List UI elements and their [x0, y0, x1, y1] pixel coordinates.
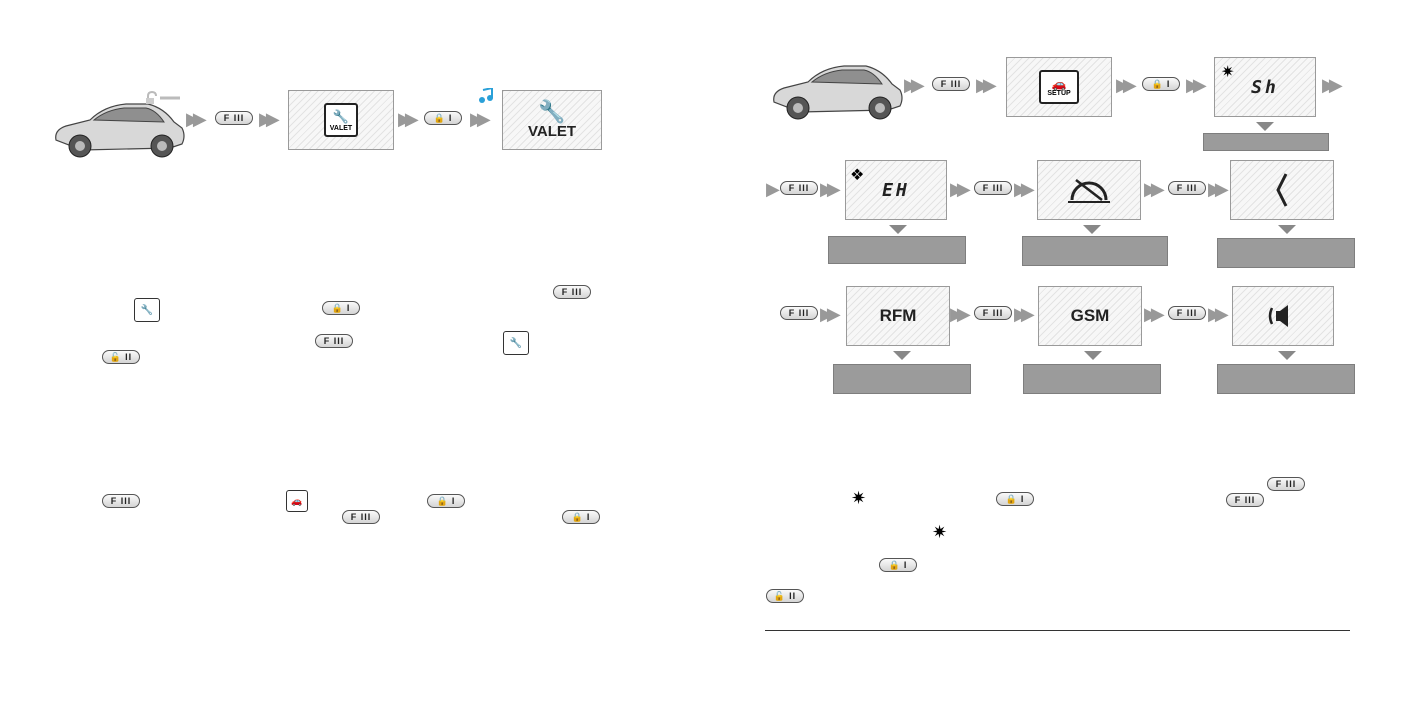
arrow-icon: ▶ — [766, 179, 780, 199]
lock-icon: 🔒 — [331, 302, 343, 313]
car-illustration — [773, 65, 903, 120]
lock-icon: 🔒 — [571, 511, 583, 522]
setup-panel: 🚗 SETUP — [1006, 57, 1112, 117]
f3-button[interactable]: F III — [315, 334, 353, 348]
chevron-option-bar — [1217, 238, 1355, 268]
arrow-icon: ▶▶ — [470, 109, 491, 129]
siren-option-bar — [1217, 364, 1355, 394]
sh-option-bar — [1203, 133, 1329, 151]
arrow-icon: ▶▶ — [398, 109, 419, 129]
arrow-icon: ▶▶ — [1144, 304, 1165, 324]
f3-button[interactable]: F III — [342, 510, 380, 524]
arrow-icon: ▶▶ — [186, 109, 207, 129]
down-arrow — [1256, 122, 1274, 131]
shock-icon: ✷ — [1221, 64, 1235, 81]
wrench-icon: 🔧 — [509, 337, 523, 349]
chevron-panel — [1230, 160, 1334, 220]
f3-button[interactable]: F III — [780, 306, 818, 320]
down-arrow — [893, 351, 911, 360]
down-arrow — [1278, 351, 1296, 360]
down-arrow — [1278, 225, 1296, 234]
shock-sensor-panel: ✷ Sh — [1214, 57, 1316, 117]
unlock-button[interactable]: 🔓II — [766, 589, 804, 603]
valet-icon: 🔧 VALET — [324, 103, 358, 137]
gsm-option-bar — [1023, 364, 1161, 394]
car-icon: 🚗 — [291, 495, 303, 506]
lock-icon: 🔒 — [1151, 78, 1163, 89]
arrow-icon: ▶▶ — [976, 75, 997, 95]
extra-sensor-icon: ❖ — [850, 167, 865, 184]
unlock-icon: 🔓 — [109, 351, 122, 362]
key-icon — [146, 90, 180, 104]
shock-icon: ✷ — [851, 488, 867, 508]
wrench-icon: 🔧 — [140, 304, 154, 316]
unlock-icon: 🔓 — [773, 590, 786, 601]
lock-icon: 🔒 — [436, 495, 448, 506]
f3-button[interactable]: F III — [553, 285, 591, 299]
f3-button[interactable]: F III — [1168, 181, 1206, 195]
lock-icon: 🔒 — [433, 112, 445, 123]
rfm-option-bar — [833, 364, 971, 394]
arrow-icon: ▶▶ — [1116, 75, 1137, 95]
arrow-icon: ▶▶ — [1186, 75, 1207, 95]
chevron-left-icon — [1276, 173, 1288, 207]
down-arrow — [1083, 225, 1101, 234]
arrow-icon: ▶▶ — [1014, 179, 1035, 199]
rfm-panel: RFM — [846, 286, 950, 346]
car-illustration — [55, 103, 185, 158]
lock-button[interactable]: 🔒I — [1142, 77, 1180, 91]
valet-icon: 🔧 — [134, 298, 160, 322]
speedometer-off-icon — [1068, 179, 1110, 203]
arrow-icon: ▶▶ — [1014, 304, 1035, 324]
arrow-icon: ▶▶ — [259, 109, 280, 129]
arrow-icon: ▶▶ — [1208, 179, 1229, 199]
arrow-icon: ▶▶ — [1144, 179, 1165, 199]
arrow-icon: ▶▶ — [1208, 304, 1229, 324]
eh-option-bar — [828, 236, 966, 264]
lock-button[interactable]: 🔒I — [562, 510, 600, 524]
lock-button[interactable]: 🔒I — [322, 301, 360, 315]
arrow-icon: ▶▶ — [820, 304, 841, 324]
f3-button[interactable]: F III — [102, 494, 140, 508]
speaker-icon — [1268, 305, 1288, 327]
valet-panel-small: 🔧 VALET — [288, 90, 394, 150]
setup-icon: 🚗 — [286, 490, 308, 512]
car-icon: 🚗 — [1051, 76, 1067, 91]
f3-button[interactable]: F III — [1168, 306, 1206, 320]
divider — [765, 630, 1350, 631]
lock-button[interactable]: 🔒I — [879, 558, 917, 572]
gsm-panel: GSM — [1038, 286, 1142, 346]
tilt-sensor-panel — [1037, 160, 1141, 220]
music-note-icon — [479, 88, 493, 103]
lock-button[interactable]: 🔒I — [427, 494, 465, 508]
down-arrow — [1084, 351, 1102, 360]
extra-sensor-panel: ❖ EH — [845, 160, 947, 220]
down-arrow — [889, 225, 907, 234]
arrow-icon: ▶▶ — [950, 304, 971, 324]
f3-button[interactable]: F III — [780, 181, 818, 195]
f3-button[interactable]: F III — [215, 111, 253, 125]
valet-icon: 🔧 — [503, 331, 529, 355]
wrench-icon: 🔧 — [332, 108, 350, 124]
shock-icon: ✷ — [932, 522, 948, 542]
arrow-icon: ▶▶ — [950, 179, 971, 199]
f3-button[interactable]: F III — [974, 181, 1012, 195]
tilt-option-bar — [1022, 236, 1168, 266]
arrow-icon: ▶▶ — [820, 179, 841, 199]
f3-button[interactable]: F III — [932, 77, 970, 91]
lock-icon: 🔒 — [1005, 493, 1017, 504]
setup-icon: 🚗 SETUP — [1039, 70, 1079, 104]
f3-button[interactable]: F III — [1267, 477, 1305, 491]
siren-panel — [1232, 286, 1334, 346]
arrow-icon: ▶▶ — [1322, 75, 1343, 95]
lock-button[interactable]: 🔒I — [424, 111, 462, 125]
lock-icon: 🔒 — [888, 559, 900, 570]
unlock-button[interactable]: 🔓II — [102, 350, 140, 364]
lock-button[interactable]: 🔒I — [996, 492, 1034, 506]
f3-button[interactable]: F III — [1226, 493, 1264, 507]
arrow-icon: ▶▶ — [904, 75, 925, 95]
valet-panel-large: 🔧 VALET — [502, 90, 602, 150]
f3-button[interactable]: F III — [974, 306, 1012, 320]
wrench-icon: 🔧 — [538, 98, 566, 124]
